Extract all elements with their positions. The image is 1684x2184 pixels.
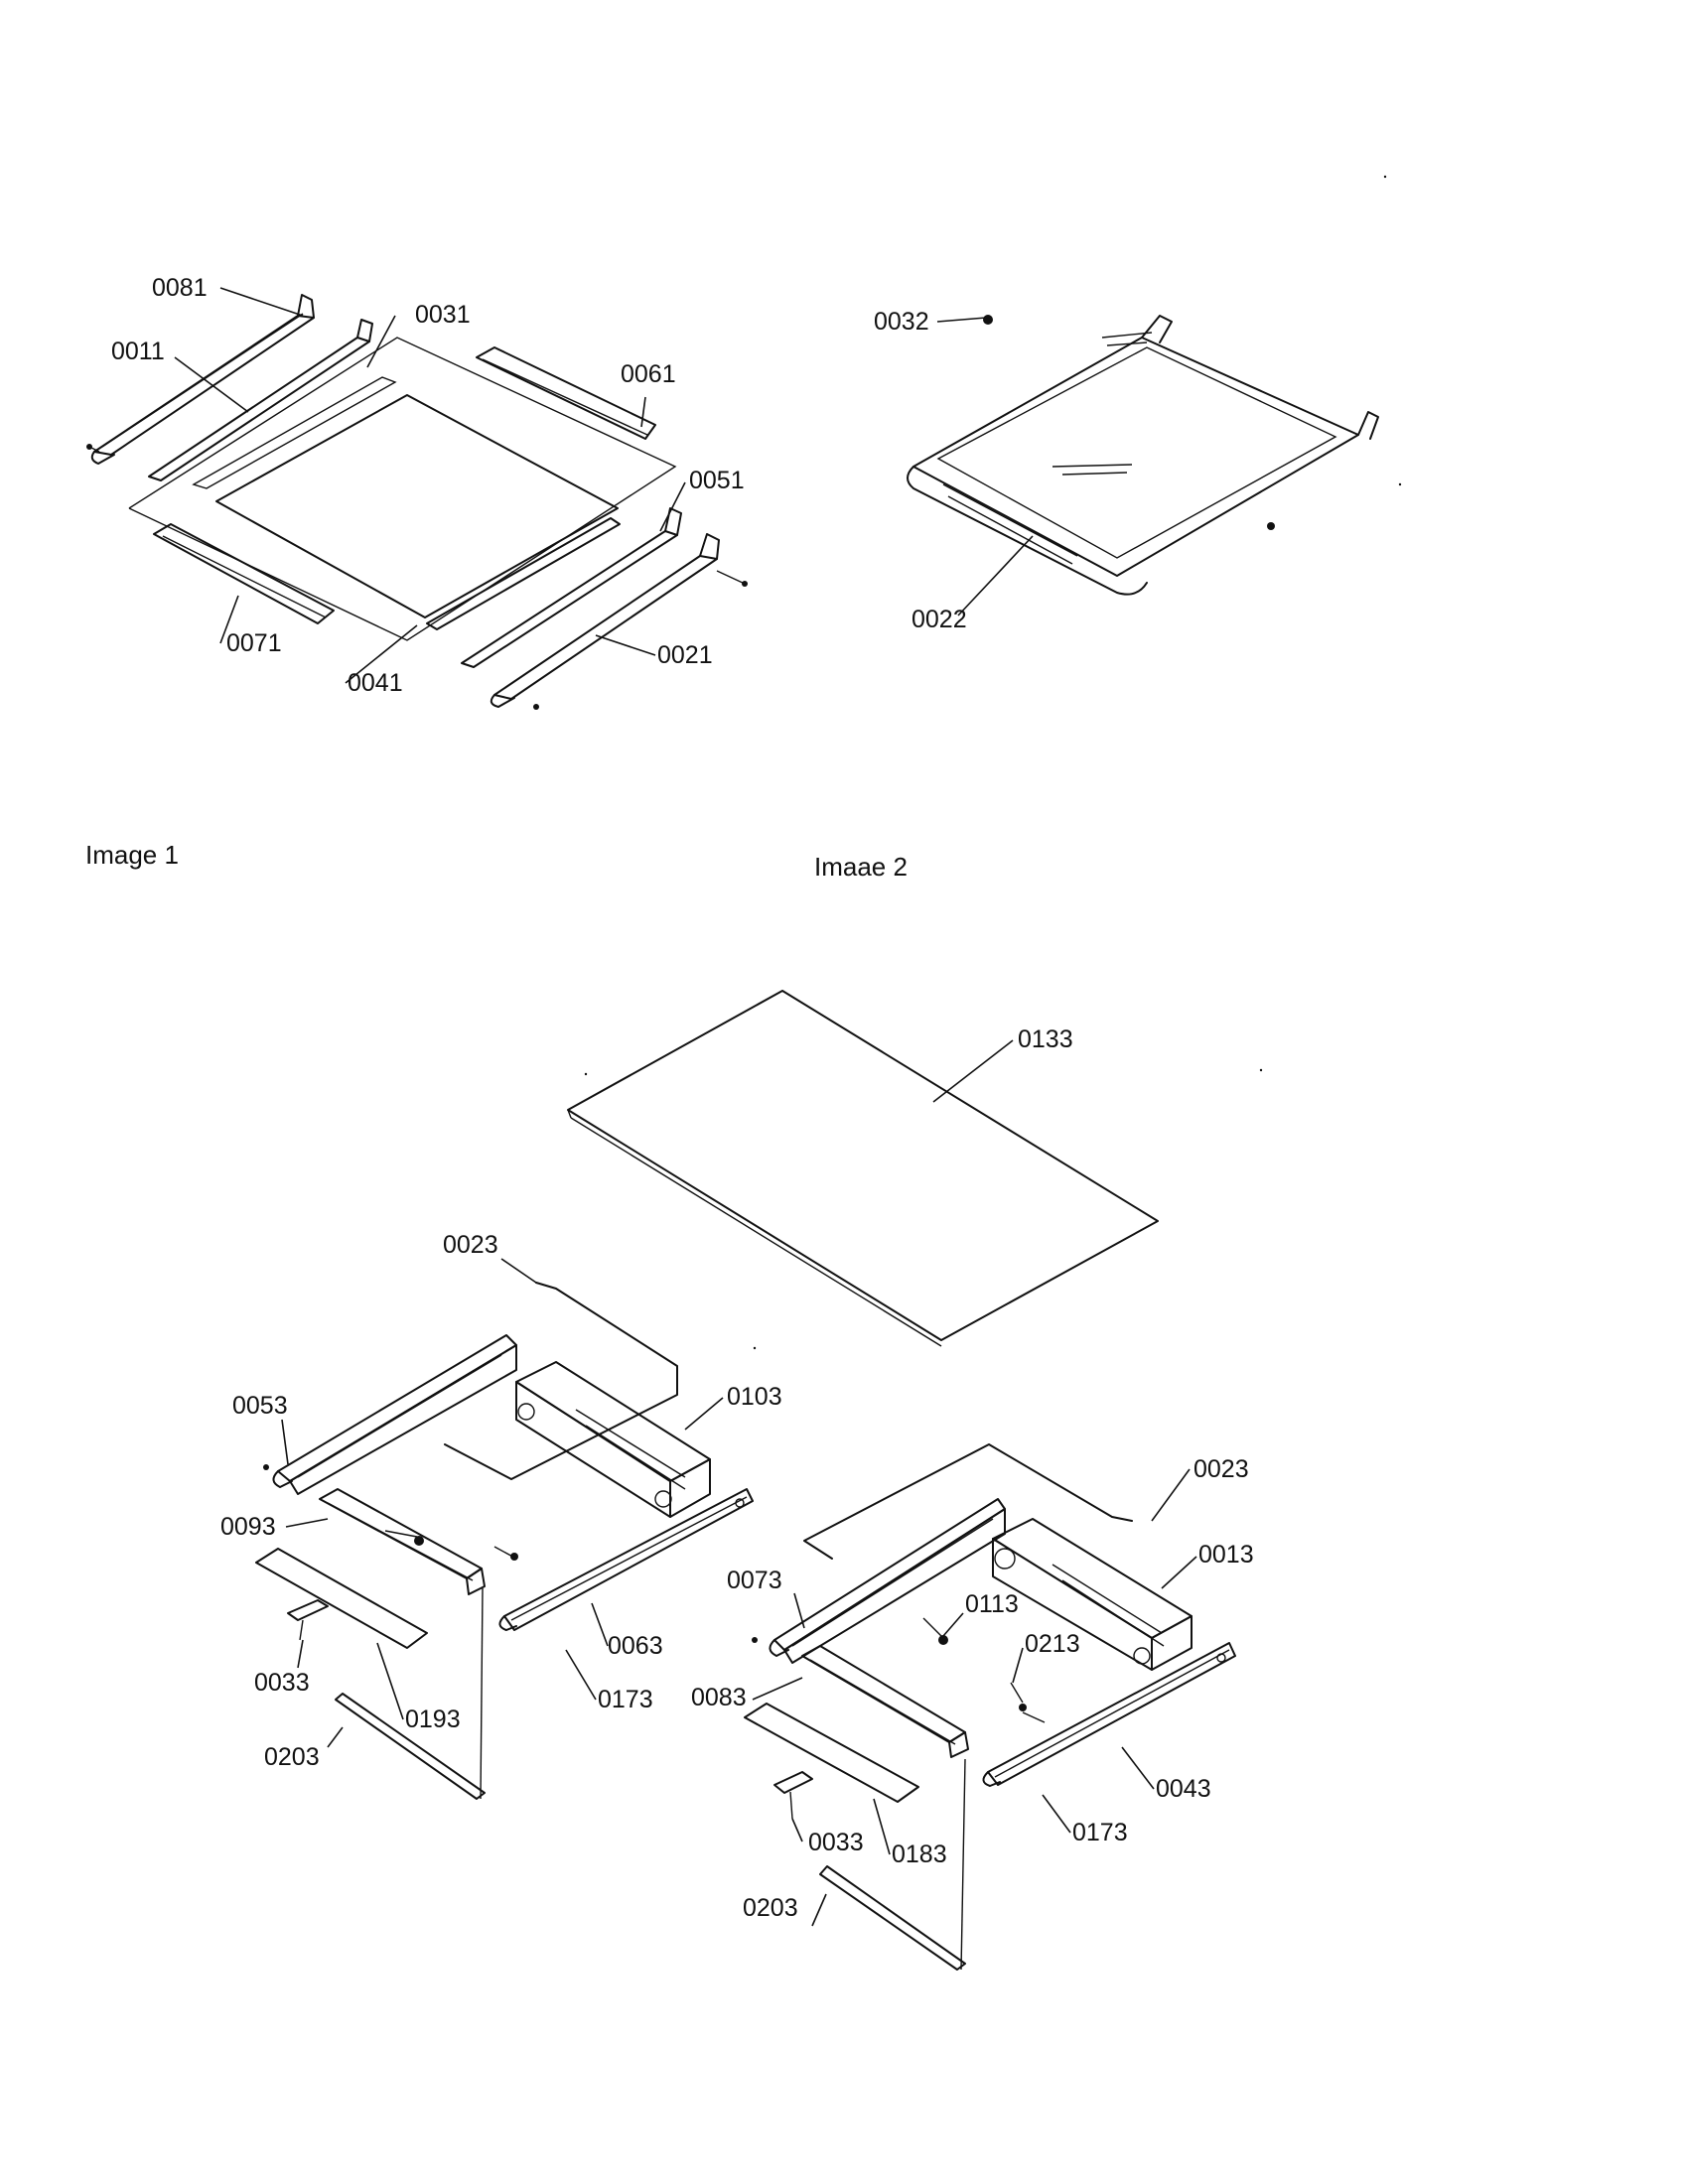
label-0061: 0061 bbox=[621, 360, 676, 388]
part-0011-left-rail bbox=[90, 294, 315, 465]
caption-image1: Image 1 bbox=[85, 840, 179, 870]
label-0032: 0032 bbox=[874, 308, 929, 336]
part-0073-slide-rail bbox=[769, 1498, 1006, 1664]
label-0022: 0022 bbox=[912, 606, 967, 633]
part-0043-slide-rail bbox=[982, 1642, 1236, 1787]
label-0071: 0071 bbox=[226, 629, 282, 657]
image2-assembled-shelf bbox=[907, 315, 1379, 596]
label-0033-left: 0033 bbox=[254, 1669, 310, 1697]
label-0173-right: 0173 bbox=[1072, 1819, 1128, 1846]
label-0023-right: 0023 bbox=[1193, 1455, 1249, 1483]
part-0013-housing bbox=[992, 1518, 1193, 1671]
part-0041-front-trim bbox=[426, 517, 621, 630]
screw-icon bbox=[983, 315, 993, 325]
label-0021: 0021 bbox=[657, 641, 713, 669]
label-0213: 0213 bbox=[1025, 1630, 1080, 1658]
label-0023-left: 0023 bbox=[443, 1231, 498, 1259]
label-0133: 0133 bbox=[1018, 1025, 1073, 1053]
screw-icon bbox=[533, 704, 539, 710]
label-0113: 0113 bbox=[965, 1590, 1019, 1618]
part-0103-housing bbox=[515, 1361, 711, 1518]
part-0031-glass bbox=[215, 394, 619, 618]
part-0133-glass-panel bbox=[567, 990, 1159, 1347]
part-0071-front-trim bbox=[153, 523, 335, 624]
screw-icon bbox=[1267, 522, 1275, 530]
label-0093: 0093 bbox=[220, 1513, 276, 1541]
part-0083-slide bbox=[801, 1645, 969, 1758]
label-0203-left: 0203 bbox=[264, 1743, 320, 1771]
label-0011: 0011 bbox=[111, 338, 165, 365]
part-0193-trim bbox=[255, 1548, 428, 1649]
label-0103: 0103 bbox=[727, 1383, 782, 1411]
image1-exploded-shelf bbox=[86, 294, 748, 710]
part-rail-inner-left bbox=[148, 319, 373, 481]
label-0033-right: 0033 bbox=[808, 1829, 864, 1856]
part-0183-trim bbox=[744, 1703, 919, 1803]
part-0051-right-rail bbox=[461, 507, 682, 668]
part-0033-clip bbox=[773, 1771, 813, 1820]
label-0063: 0063 bbox=[608, 1632, 663, 1660]
label-0073: 0073 bbox=[727, 1567, 782, 1594]
part-0093-slide bbox=[319, 1488, 486, 1595]
part-0203-strip bbox=[819, 1865, 966, 1971]
part-0063-slide-rail bbox=[498, 1488, 754, 1631]
label-0193: 0193 bbox=[405, 1706, 461, 1733]
part-0022-shelf bbox=[912, 337, 1359, 577]
frame-outline bbox=[128, 337, 677, 641]
part-0061-back-trim bbox=[476, 346, 656, 440]
label-0083: 0083 bbox=[691, 1684, 747, 1711]
label-0173-left: 0173 bbox=[598, 1686, 653, 1713]
label-0051: 0051 bbox=[689, 467, 745, 494]
part-0033-clip bbox=[287, 1599, 329, 1641]
caption-image2: Imaae 2 bbox=[814, 852, 908, 882]
part-0031-trim bbox=[192, 376, 397, 489]
part-0021-right-rail bbox=[490, 533, 720, 708]
part-0203-strip bbox=[335, 1693, 486, 1800]
label-0183: 0183 bbox=[892, 1841, 947, 1868]
label-0081: 0081 bbox=[152, 274, 208, 302]
left-slide-assembly bbox=[255, 1282, 754, 1800]
label-0043: 0043 bbox=[1156, 1775, 1211, 1803]
label-0041: 0041 bbox=[348, 669, 403, 697]
label-0013: 0013 bbox=[1198, 1541, 1254, 1569]
label-0203-right: 0203 bbox=[743, 1894, 798, 1922]
right-slide-assembly bbox=[744, 1443, 1236, 1971]
part-0053-slide-rail bbox=[272, 1334, 517, 1495]
label-0053: 0053 bbox=[232, 1392, 288, 1420]
label-0031: 0031 bbox=[415, 301, 471, 329]
